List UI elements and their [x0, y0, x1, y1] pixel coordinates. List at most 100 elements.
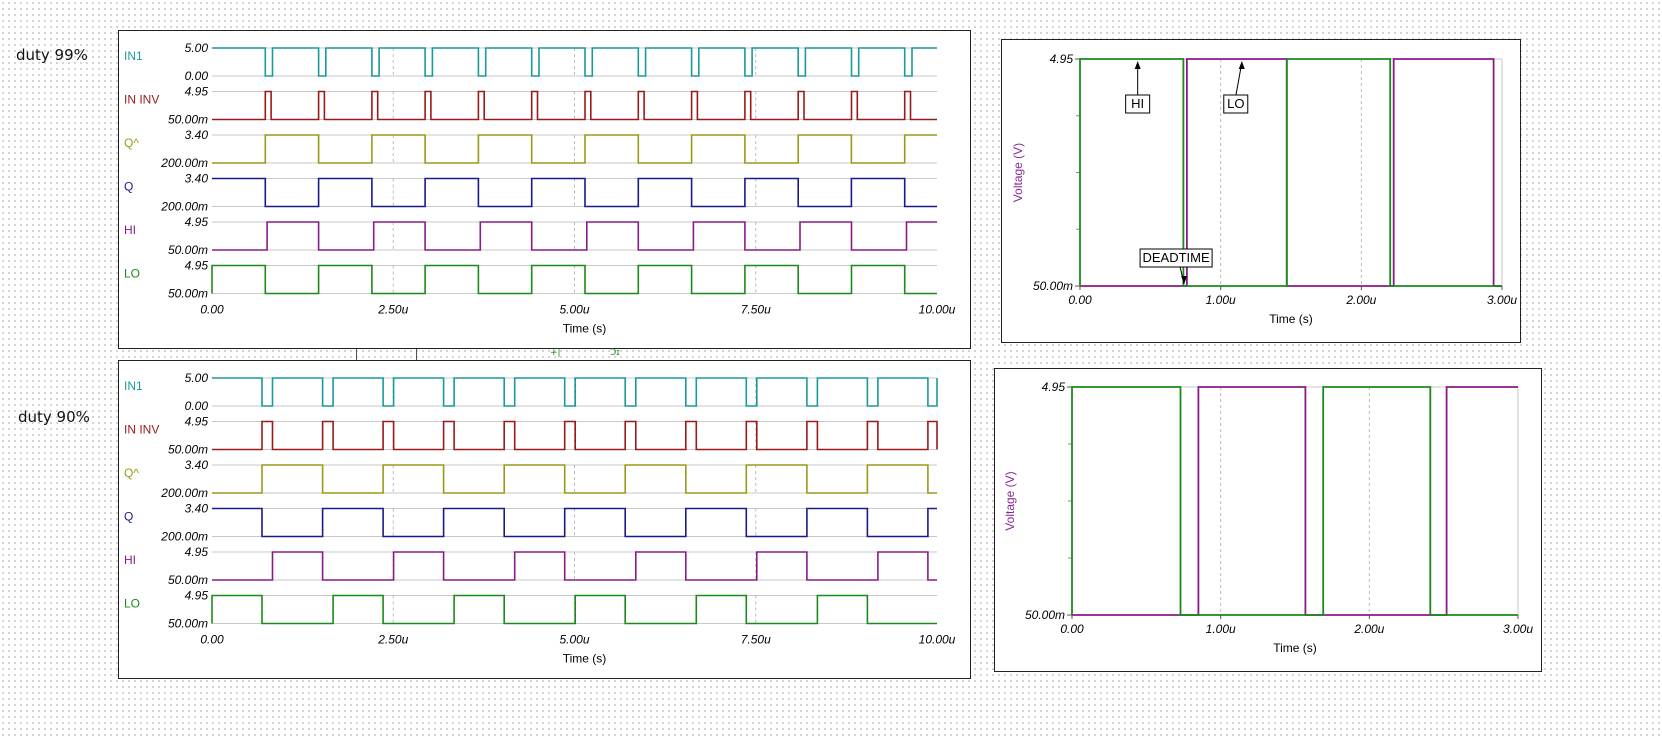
annotation-box	[1139, 248, 1213, 268]
x-tick-label: 10.00u	[919, 303, 956, 317]
row-y-bottom-tick: 0.00	[185, 399, 209, 413]
row-y-top-tick: 3.40	[185, 502, 209, 516]
row-y-bottom-tick: 50.00m	[168, 113, 208, 127]
row-y-top-tick: 4.95	[185, 215, 209, 229]
row-y-top-tick: 4.95	[185, 545, 209, 559]
row-y-top-tick: 3.40	[185, 172, 209, 186]
y-axis-title: Voltage (V)	[1011, 143, 1025, 202]
x-axis-title: Time (s)	[1273, 641, 1317, 655]
waveform-q-	[212, 464, 937, 494]
signal-label: IN1	[124, 379, 143, 393]
waveform-q-	[212, 134, 937, 164]
x-tick-label: 5.00u	[559, 303, 589, 317]
waveform-in-inv	[212, 420, 938, 451]
signal-label: Q^	[124, 466, 139, 480]
signal-label: Q	[124, 510, 133, 524]
x-tick-label: 0.00	[1060, 622, 1084, 636]
schematic-fragment: +|	[550, 348, 561, 358]
row-y-top-tick: 4.95	[185, 259, 209, 273]
annotation-label-deadtime: DEADTIME	[1143, 250, 1211, 265]
signal-label: IN INV	[124, 423, 159, 437]
waveform-in-	[212, 47, 937, 77]
row-y-bottom-tick: 200.00m	[160, 200, 208, 214]
row-y-top-tick: 3.40	[185, 128, 209, 142]
x-tick-label: 1.00u	[1206, 622, 1236, 636]
overlay-waveform-hi	[1080, 58, 1502, 287]
signal-label: HI	[124, 223, 136, 237]
signal-label: IN1	[124, 49, 143, 63]
signal-label: Q^	[124, 136, 139, 150]
row-y-bottom-tick: 200.00m	[160, 530, 208, 544]
waveform-hi	[212, 551, 937, 581]
x-tick-label: 10.00u	[919, 633, 956, 647]
row-y-bottom-tick: 50.00m	[168, 443, 208, 457]
x-tick-label: 2.00u	[1345, 293, 1376, 307]
annotation-label-hi: HI	[1131, 96, 1144, 111]
x-tick-label: 2.50u	[377, 633, 408, 647]
overlay-waveform-lo	[1079, 58, 1502, 287]
x-tick-label: 5.00u	[559, 633, 589, 647]
x-axis-title: Time (s)	[1269, 312, 1313, 326]
row-y-top-tick: 4.95	[185, 415, 209, 429]
duty-90-label: duty 90%	[18, 408, 90, 426]
annotation-box	[1125, 94, 1151, 114]
row-y-bottom-tick: 50.00m	[168, 243, 208, 257]
duty-99-label: duty 99%	[16, 46, 88, 64]
row-y-top-tick: 5.00	[185, 371, 209, 385]
x-tick-label: 3.00u	[1487, 293, 1517, 307]
x-tick-label: 0.00	[200, 303, 224, 317]
waveform-q	[212, 507, 937, 538]
x-tick-label: 3.00u	[1503, 622, 1533, 636]
row-y-bottom-tick: 50.00m	[168, 287, 208, 301]
x-tick-label: 0.00	[200, 633, 224, 647]
y-tick-label: 50.00m	[1025, 608, 1065, 622]
y-tick-label: 4.95	[1042, 380, 1066, 394]
x-axis-title: Time (s)	[563, 322, 607, 336]
x-tick-label: 2.00u	[1353, 622, 1384, 636]
signal-label: Q	[124, 180, 133, 194]
row-y-top-tick: 4.95	[185, 85, 209, 99]
annotation-box	[1223, 94, 1249, 114]
overlay-waveform-hi	[1072, 386, 1518, 616]
signal-label: IN INV	[124, 93, 159, 107]
row-y-top-tick: 4.95	[185, 589, 209, 603]
overlay-waveform-lo	[1071, 386, 1518, 616]
row-y-bottom-tick: 200.00m	[160, 486, 208, 500]
x-tick-label: 0.00	[1068, 293, 1092, 307]
row-y-bottom-tick: 0.00	[185, 69, 209, 83]
signal-label: HI	[124, 553, 136, 567]
row-y-top-tick: 3.40	[185, 458, 209, 472]
row-y-bottom-tick: 50.00m	[168, 617, 208, 631]
x-tick-label: 1.00u	[1206, 293, 1236, 307]
annotation-arrowhead	[1181, 276, 1188, 284]
waveform-in-inv	[212, 90, 937, 121]
connector-stub	[356, 349, 357, 360]
y-tick-label: 4.95	[1050, 52, 1074, 66]
row-y-bottom-tick: 50.00m	[168, 573, 208, 587]
x-axis-title: Time (s)	[563, 652, 607, 666]
x-tick-label: 7.50u	[741, 633, 771, 647]
waveform-in-	[212, 377, 938, 407]
row-y-bottom-tick: 200.00m	[160, 156, 208, 170]
annotation-arrowhead	[1238, 61, 1245, 69]
waveform-hi	[212, 221, 937, 251]
waveform-lo	[211, 594, 937, 625]
signal-label: LO	[124, 597, 140, 611]
connector-stub	[416, 349, 417, 360]
annotation-arrowhead	[1134, 61, 1141, 69]
row-y-top-tick: 5.00	[185, 41, 209, 55]
annotation-label-lo: LO	[1227, 96, 1244, 111]
y-axis-title: Voltage (V)	[1003, 471, 1017, 530]
waveform-q	[212, 177, 937, 208]
y-tick-label: 50.00m	[1033, 279, 1073, 293]
schematic-fragment: Ɔɪ	[610, 348, 620, 358]
x-tick-label: 7.50u	[741, 303, 771, 317]
signal-label: LO	[124, 267, 140, 281]
